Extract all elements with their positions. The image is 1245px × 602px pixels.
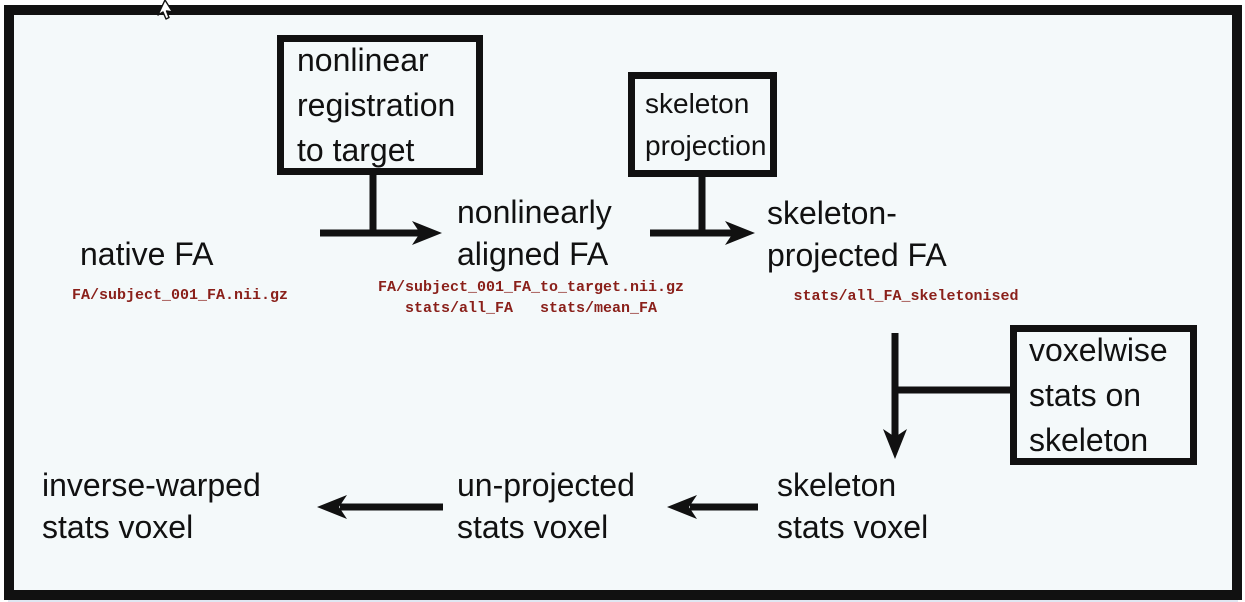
file-label-native-fa: FA/subject_001_FA.nii.gz [71, 287, 289, 304]
box-nonlinear-registration-label: nonlinear registration to target [297, 41, 456, 168]
box-skeleton-projection: skeleton projection [628, 72, 777, 177]
stage-native-fa: native FA [80, 236, 214, 272]
box-voxelwise-stats-label: voxelwise stats on skeleton [1029, 331, 1168, 458]
stage-nonlinearly-aligned-fa: nonlinearly aligned FA [457, 194, 612, 272]
box-nonlinear-registration: nonlinear registration to target [277, 35, 483, 175]
stage-un-projected-stats-voxel: un-projected stats voxel [457, 467, 635, 545]
file-label-skeletonised-fa: stats/all_FA_skeletonised [793, 288, 1019, 305]
stage-inverse-warped-stats-voxel: inverse-warped stats voxel [42, 467, 261, 545]
stage-skeleton-stats-voxel: skeleton stats voxel [777, 467, 929, 545]
stage-skeleton-projected-fa: skeleton- projected FA [767, 195, 947, 273]
diagram-border [4, 5, 1242, 600]
bottom-edge-strip [8, 600, 1238, 602]
box-skeleton-projection-label: skeleton projection [645, 87, 767, 161]
mouse-cursor-icon [157, 0, 174, 20]
file-label-aligned-fa: FA/subject_001_FA_to_target.nii.gz stats… [377, 279, 685, 317]
box-voxelwise-stats: voxelwise stats on skeleton [1010, 325, 1197, 465]
